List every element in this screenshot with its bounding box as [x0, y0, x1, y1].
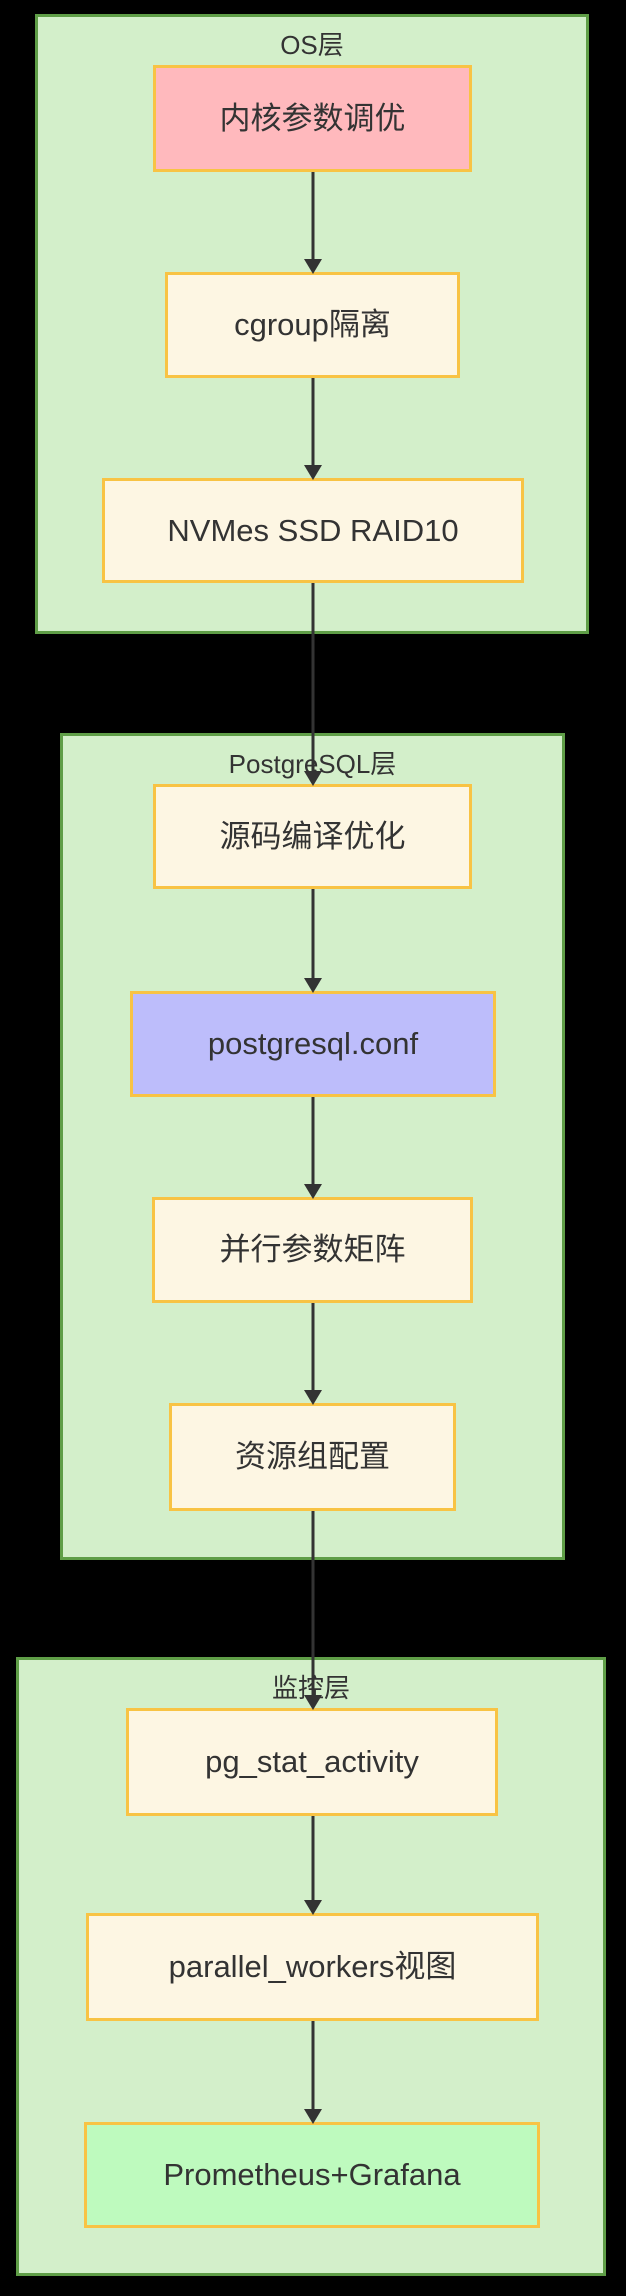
subgraph-title-monitoring: 监控层 [271, 1673, 350, 1703]
node-resource-group-config: 资源组配置 [169, 1403, 456, 1511]
node-parallel-workers-view: parallel_workers视图 [86, 1913, 539, 2021]
node-prometheus-grafana: Prometheus+Grafana [84, 2122, 540, 2228]
node-source-compile-optimization: 源码编译优化 [153, 784, 472, 889]
subgraph-title-postgresql: PostgreSQL层 [228, 749, 397, 779]
node-kernel-param-tuning: 内核参数调优 [153, 65, 472, 172]
node-parallel-param-matrix: 并行参数矩阵 [152, 1197, 473, 1303]
node-cgroup-isolation: cgroup隔离 [165, 272, 460, 378]
node-nvme-ssd-raid10: NVMes SSD RAID10 [102, 478, 524, 583]
subgraph-title-os: OS层 [280, 30, 344, 60]
node-postgresql-conf: postgresql.conf [130, 991, 496, 1097]
node-pg-stat-activity: pg_stat_activity [126, 1708, 498, 1816]
